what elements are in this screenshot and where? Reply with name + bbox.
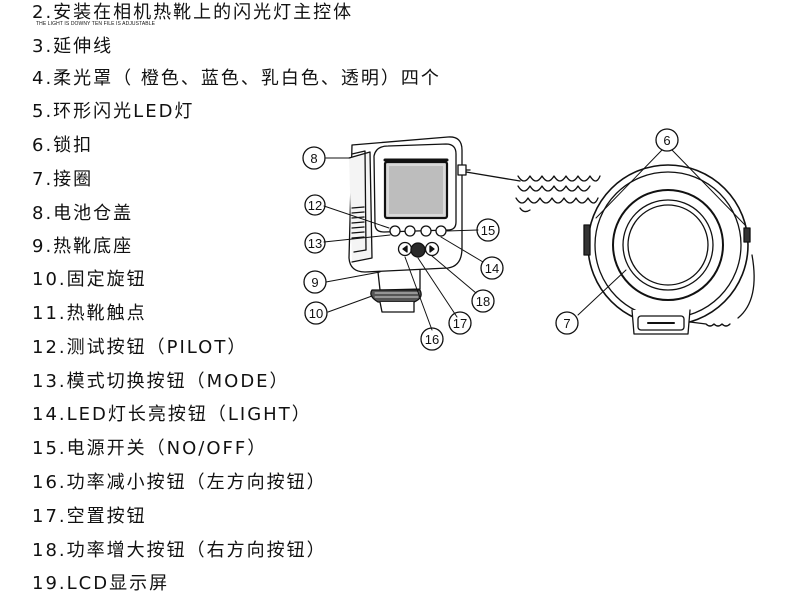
- fine-print: THE LIGHT IS DOWNY TEN FILE IS ADJUSTABL…: [36, 21, 156, 27]
- callout-7-label: 7: [563, 316, 570, 331]
- list-item-7: 7.接圈: [32, 169, 94, 190]
- callout-8-label: 8: [310, 151, 317, 166]
- callout-12-label: 12: [308, 198, 322, 213]
- direction-pad: [397, 241, 440, 258]
- list-item-12: 12.测试按钮（PILOT）: [32, 337, 248, 358]
- callout-16-label: 16: [425, 332, 439, 347]
- list-item-17: 17.空置按钮: [32, 506, 147, 527]
- callout-9-label: 9: [311, 275, 318, 290]
- list-item-4: 4.柔光罩（ 橙色、蓝色、乳白色、透明）四个: [32, 68, 441, 89]
- lcd-screen: [383, 158, 449, 220]
- list-item-9: 9.热靴底座: [32, 236, 134, 257]
- callout-circles: [302, 128, 679, 351]
- list-item-19: 19.LCD显示屏: [32, 573, 170, 594]
- callout-15-label: 15: [481, 223, 495, 238]
- list-item-15: 15.电源开关（NO/OFF）: [32, 438, 268, 459]
- callout-17-label: 17: [453, 316, 467, 331]
- ring-flash: [583, 164, 755, 335]
- hot-shoe: [370, 269, 422, 313]
- list-item-11: 11.热靴触点: [32, 303, 147, 324]
- coil-cable: [457, 164, 601, 213]
- list-item-16: 16.功率减小按钮（左方向按钮）: [32, 472, 327, 493]
- callout-18-label: 18: [476, 294, 490, 309]
- list-item-5: 5.环形闪光LED灯: [32, 101, 195, 122]
- list-item-18: 18.功率增大按钮（右方向按钮）: [32, 540, 327, 561]
- list-item-13: 13.模式切换按钮（MODE）: [32, 371, 290, 392]
- callout-6-label: 6: [663, 133, 670, 148]
- leader-lines: [323, 149, 747, 331]
- callout-14-label: 14: [485, 261, 499, 276]
- callout-10-label: 10: [309, 306, 323, 321]
- list-item-8: 8.电池仓盖: [32, 203, 134, 224]
- callout-13-label: 13: [308, 236, 322, 251]
- list-item-3: 3.延伸线: [32, 36, 114, 57]
- list-item-2: 2.安装在相机热靴上的闪光灯主控体: [32, 2, 354, 23]
- list-item-10: 10.固定旋钮: [32, 269, 147, 290]
- list-item-6: 6.锁扣: [32, 135, 94, 156]
- button-row: [389, 225, 447, 237]
- list-item-14: 14.LED灯长亮按钮（LIGHT）: [32, 404, 312, 425]
